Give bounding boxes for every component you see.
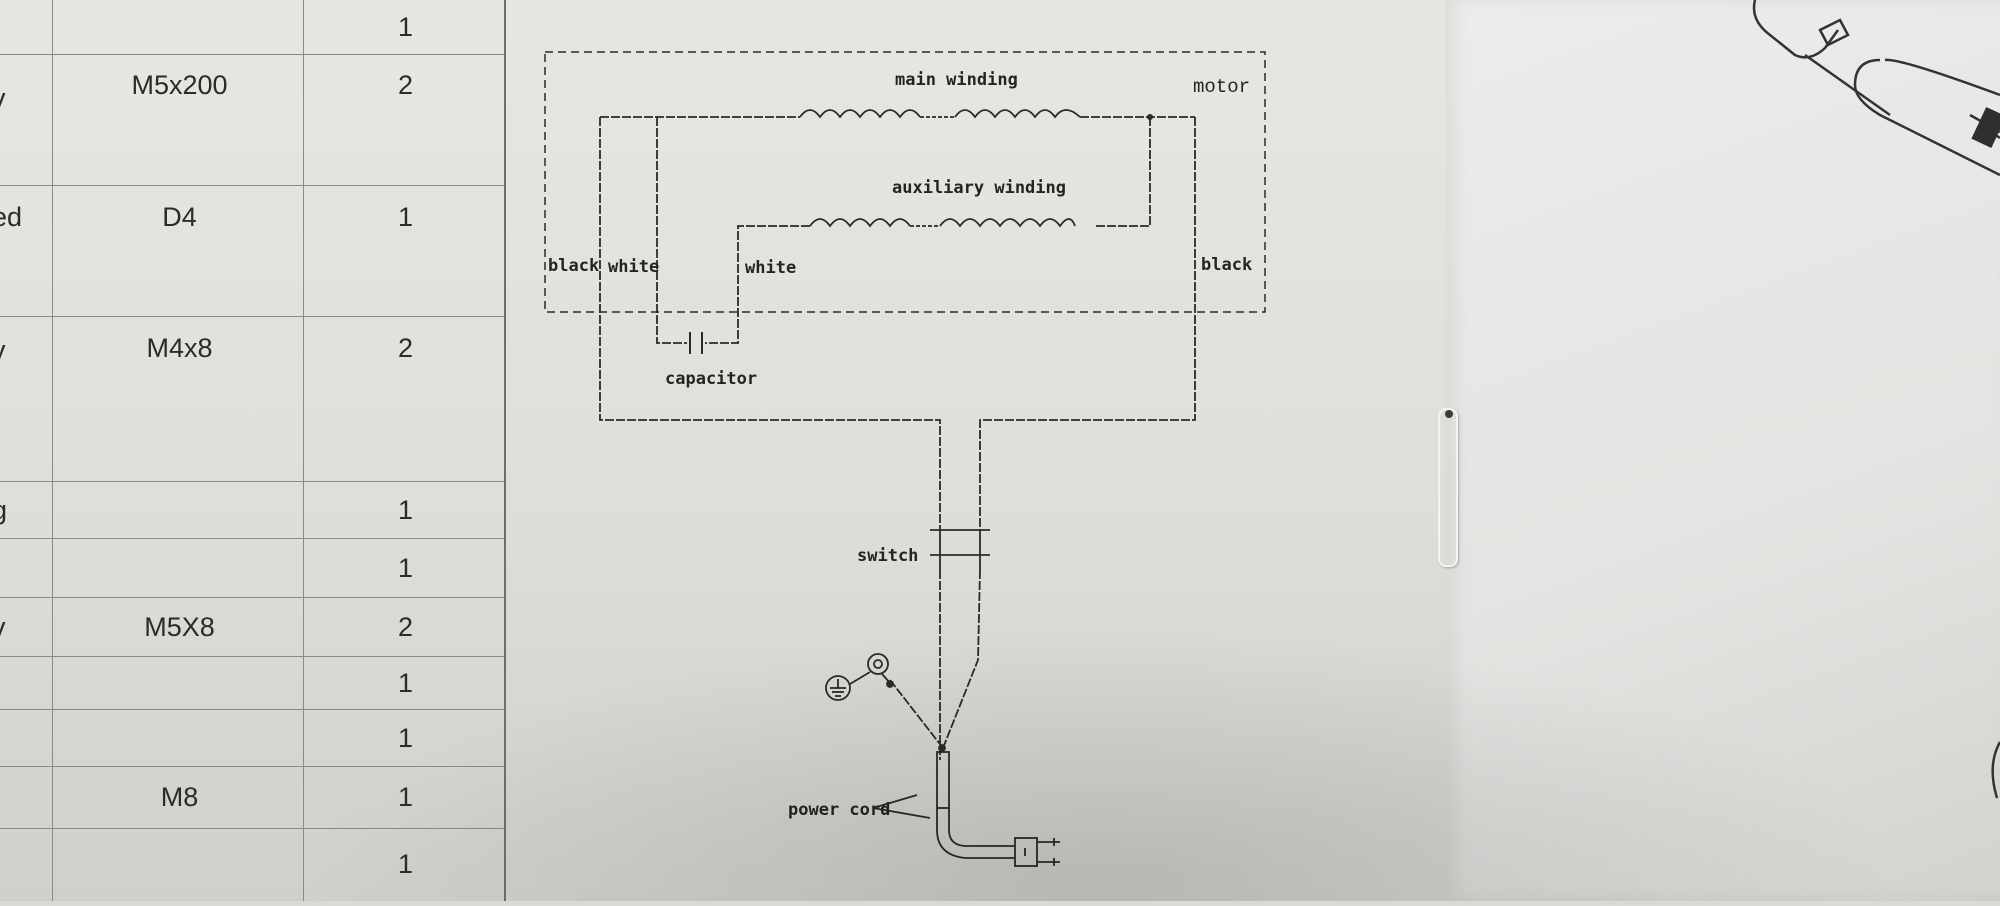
table-row: 1 [0,710,504,767]
part-name [0,539,52,597]
left-white-wire-label: white [608,257,659,277]
wire-left-black [599,117,941,530]
wiring-diagram: main winding motor auxiliary winding bla… [520,0,1300,901]
table-row: ed D4 1 [0,186,504,317]
part-qty: 1 [397,722,414,753]
capacitor-icon [689,332,703,354]
right-white-wire-label: white [745,258,796,278]
parts-table: 1 v M5x200 2 ed D4 1 v M4x8 2 g 1 1 v M5… [0,0,506,901]
manual-left-page [0,0,1445,901]
power-cord-label: power cord [788,800,890,820]
part-spec: M5x200 [131,70,228,100]
part-spec [52,482,307,538]
wire-right-black [979,117,1196,530]
auxiliary-winding-label: auxiliary winding [892,178,1066,198]
part-qty: 1 [397,849,414,879]
right-black-wire-label: black [1201,255,1252,275]
part-name: v [0,55,52,114]
table-column-divider [303,0,304,901]
main-winding-label: main winding [895,70,1018,90]
staple-hole [1445,410,1453,418]
ground-icon [825,653,894,701]
part-spec: M4x8 [146,333,213,363]
part-name [0,0,52,54]
table-row: 1 [0,0,504,55]
part-qty: 2 [397,611,414,642]
part-name: ed [0,202,23,232]
wire-aux-right [1095,117,1151,227]
table-frame [0,0,506,901]
table-row: v M4x8 2 [0,317,504,482]
tool-drawing-fragment [1750,0,2000,180]
part-spec [52,829,307,900]
staple [1438,408,1458,567]
plug-icon [872,744,1060,867]
part-qty: 1 [397,494,414,525]
table-row: 1 [0,539,504,598]
wire-left-white [656,117,687,344]
part-spec [52,539,307,597]
table-column-divider [52,0,53,901]
part-name: g [0,482,52,538]
part-spec [52,710,307,766]
wire-right-white [705,225,810,344]
wire-ground [889,679,944,749]
wiring-diagram-svg: main winding motor auxiliary winding bla… [544,51,1266,867]
switch-icon [930,529,990,570]
winding-junction [1147,114,1153,120]
switch-label: switch [857,546,918,566]
part-spec [52,657,307,709]
part-spec: D4 [162,202,197,232]
motor-boundary [544,51,1266,313]
table-row: 1 [0,657,504,710]
wire-switch-right [942,569,981,749]
table-row: M8 1 [0,767,504,829]
left-black-wire-label: black [548,256,599,276]
part-qty: 2 [397,70,414,100]
part-qty: 1 [397,11,414,42]
part-name [0,710,52,766]
part-qty: 1 [397,782,414,812]
part-qty: 1 [397,667,414,698]
auxiliary-winding-coil [809,218,1076,228]
manual-right-page [1445,0,2000,901]
table-row: v M5X8 2 [0,598,504,657]
part-qty: 2 [397,333,414,363]
table-row: 1 [0,829,504,900]
main-winding-coil [799,109,1081,119]
part-name [0,767,52,828]
table-row: g 1 [0,482,504,539]
part-name [0,657,52,709]
part-spec: M8 [160,782,199,812]
part-qty: 1 [397,552,414,583]
part-qty: 1 [397,202,414,232]
part-name: v [0,598,52,656]
part-name: v [0,317,52,366]
part-spec: M5X8 [144,611,215,642]
capacitor-label: capacitor [665,369,757,389]
part-name [0,829,52,900]
part-spec [52,0,307,54]
motor-label: motor [1193,76,1250,98]
table-row: v M5x200 2 [0,55,504,186]
drawing-fragment-edge [1985,740,2000,800]
